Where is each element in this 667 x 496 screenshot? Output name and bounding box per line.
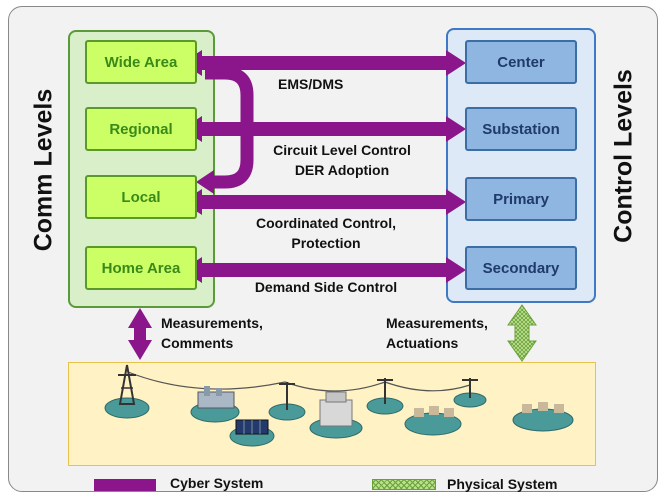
legend-physical-label: Physical System (447, 476, 558, 492)
arrow-vertical-right (507, 304, 537, 362)
control-level-secondary: Secondary (465, 246, 577, 290)
utility-pole (453, 378, 487, 408)
control-level-center: Center (465, 40, 577, 84)
arrow-wide-to-local-curve (205, 66, 254, 189)
label-measurements-left: Measurements, (161, 315, 263, 331)
arrow-wide-to-local-head (196, 170, 214, 194)
transmission-tower (104, 364, 150, 419)
comm-level-regional: Regional (85, 107, 197, 151)
residential-houses (512, 402, 574, 432)
control-level-primary: Primary (465, 177, 577, 221)
power-line (127, 371, 471, 392)
legend-cyber-label: Cyber System (170, 475, 264, 491)
label-coordinated-control: Coordinated Control, (256, 215, 396, 231)
control-level-substation: Substation (465, 107, 577, 151)
comm-level-home-area: Home Area (85, 246, 197, 290)
power-grid-illustration (104, 364, 574, 447)
label-actuations: Actuations (386, 335, 459, 351)
label-demand-side-control: Demand Side Control (254, 279, 398, 295)
legend-cyber-swatch (94, 479, 156, 491)
utility-pole (268, 382, 306, 421)
arrow-vertical-left (128, 308, 152, 360)
arrow-home-secondary (182, 257, 466, 283)
label-comments: Comments (161, 335, 234, 351)
industrial-plant (190, 386, 240, 423)
arrow-local-primary (182, 189, 466, 215)
label-ems-dms: EMS/DMS (278, 76, 344, 92)
office-building (309, 391, 363, 439)
label-circuit-level-control: Circuit Level Control (273, 142, 411, 158)
legend-physical-swatch (372, 479, 436, 490)
comm-level-wide-area: Wide Area (85, 40, 197, 84)
utility-pole (366, 378, 404, 415)
residential-houses (404, 406, 462, 436)
arrow-wide-area-center (182, 50, 466, 76)
label-der-adoption: DER Adoption (294, 162, 390, 178)
solar-panels (229, 419, 275, 447)
label-measurements-right: Measurements, (386, 315, 488, 331)
arrow-regional-substation (182, 116, 466, 142)
label-protection: Protection (291, 235, 361, 251)
comm-level-local: Local (85, 175, 197, 219)
